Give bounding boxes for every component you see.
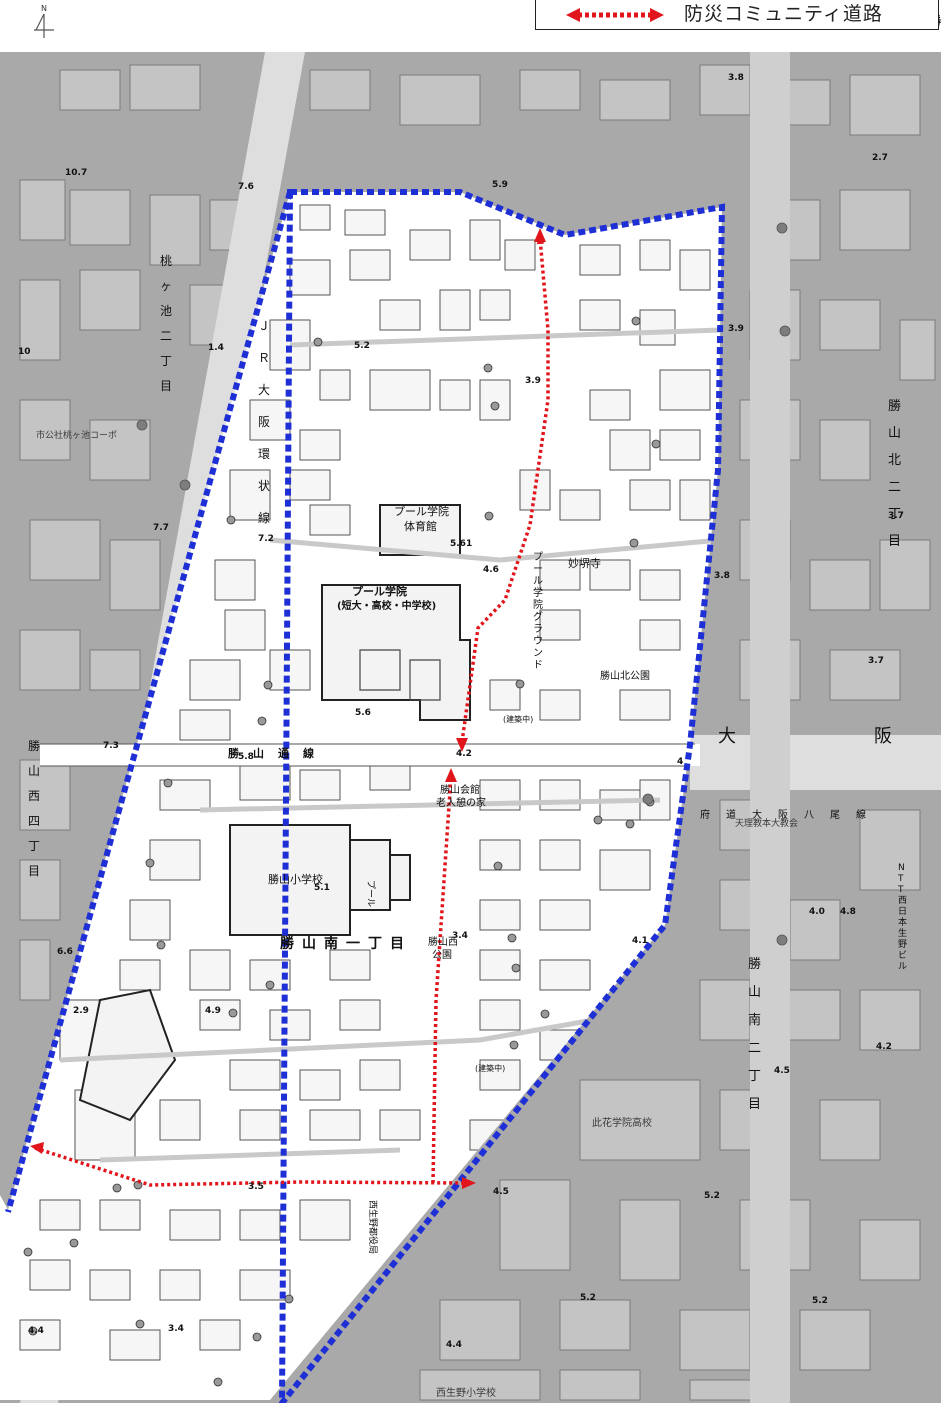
school-inner [359,649,441,701]
road-width-value: 10.7 [65,168,87,178]
label-kaikan-1: 勝山会館 [440,783,480,796]
road-width-value: 4.2 [456,749,472,759]
katsuyama-dori [40,744,700,766]
district-boundary-west [5,191,293,1213]
outside-blocks [19,64,936,1401]
label-jr-line: ＪＲ大阪環状線 [258,319,270,525]
north-indicator: N [28,2,58,42]
label-elementary: 勝山小学校 [268,872,323,886]
road-width-value: 3.7 [868,656,884,666]
road-width-value: 3.9 [728,324,744,334]
road-width-value: 3.5 [248,1182,264,1192]
road-width-value: 10 [18,347,31,357]
label-osaka-big: 大 阪 [718,726,941,747]
road-width-value: 4.4 [446,1340,462,1350]
community-roads [34,236,550,1187]
label-kuyakusho: 西生野都役局 [367,1200,379,1254]
road-width-value: 4.4 [28,1326,44,1336]
label-west-park-2: 公園 [432,949,452,961]
label-nishi-elem: 西生野小学校 [436,1386,496,1399]
road-width-value: 1.4 [208,343,224,353]
label-tenri: 天理教本大教会 [735,817,798,829]
map-labels: プール学院 体育館 プール学院 (短大・高校・中学校) 妙堺寺 勝山北公園 (建… [36,14,941,1399]
road-width-value: 5.2 [704,1191,720,1201]
community-road-arrowheads [30,228,546,1189]
road-width-value: 4.9 [205,1006,221,1016]
large-buildings [78,504,471,1122]
label-kita-park: 勝山北公園 [600,669,650,682]
road-width-value: 4.8 [840,907,856,917]
label-kohei: 市公社桃ヶ池コーポ [36,429,117,441]
road-katsuyama-label: 勝山通線 [228,746,328,760]
label-kita2: 勝山北二丁目 [888,399,901,549]
legend-label: 防災コミュニティ道路 [684,3,883,25]
inside-streets [59,327,721,1163]
label-minami2: 勝山南二丁目 [748,957,761,1112]
district-minami1: 勝山南一丁目 [280,935,412,952]
outside-trees [136,222,791,946]
community-road-north [460,236,550,743]
road-width-value: 4.5 [774,1066,790,1076]
inside-blocks [19,204,711,1361]
road-width-value: 3.4 [168,1324,184,1334]
label-pool-gym-1: プール学院 [394,504,449,518]
road-width-value: 3.8 [714,571,730,581]
road-width-value: 5.6 [355,708,371,718]
community-road-south [431,775,453,1184]
trees [23,316,661,1387]
road-width-labels: 3.8 2.7 10.7 7.6 5.9 5.2 3.9 3.9 3.7 10 1.4 7.7 7.2 5… [18,73,904,1350]
label-pool-elem: プール [365,880,376,907]
road-width-value: 5.2 [354,341,370,351]
road-width-value: 4.5 [493,1187,509,1197]
label-myoshoji: 妙堺寺 [568,556,601,570]
road-width-value: 4.2 [876,1042,892,1052]
road-width-value: 5.61 [450,539,472,549]
road-width-value: 2.9 [73,1006,89,1016]
label-pool-ground: プール学院グラウンド [533,551,543,671]
north-arrow-slant [35,13,45,31]
label-west-park-1: 勝山西 [428,935,458,948]
road-width-value: 4 [677,757,683,767]
road-osaka-label: 府道大阪八尾線 [700,808,882,821]
road-width-value: 5.2 [812,1296,828,1306]
label-pool-gym-2: 体育館 [404,519,437,533]
road-width-value: 6.6 [57,947,73,957]
road-width-value: 5.9 [492,180,508,190]
road-width-value: 3.9 [525,376,541,386]
label-pool-school-1: プール学院 [352,584,407,598]
road-width-value: 7.3 [103,741,119,751]
label-momoga: 桃ヶ池二丁目 [160,253,172,393]
community-road-east-west [34,1146,467,1187]
label-kaikan-2: 老人憩の家 [436,796,486,809]
road-width-value: 5.2 [580,1293,596,1303]
road-width-value: 3.8 [728,73,744,83]
road-width-value: 7.6 [238,182,254,192]
road-width-value: 5.8 [238,752,254,762]
label-construction-2: (建築中) [475,1063,505,1073]
label-construction-1: (建築中) [503,714,533,724]
legend-arrow [566,8,664,22]
road-width-value: 4.0 [809,907,825,917]
north-label: N [41,4,47,13]
road-width-value: 4.1 [632,936,648,946]
legend: 防災コミュニティ道路 [535,0,939,30]
label-konohana: 此花学院高校 [592,1116,652,1129]
road-width-value: 3.4 [452,931,468,941]
road-width-value: 2.7 [872,153,888,163]
road-width-value: 5.1 [314,883,330,893]
road-width-value: 3.7 [888,511,904,521]
district-boundary [278,189,726,1403]
road-width-value: 7.2 [258,534,274,544]
road-width-value: 7.7 [153,523,169,533]
label-nishi4: 勝山西四丁目 [28,738,40,878]
label-pool-school-2: (短大・高校・中学校) [337,599,436,612]
road-width-value: 4.6 [483,565,499,575]
